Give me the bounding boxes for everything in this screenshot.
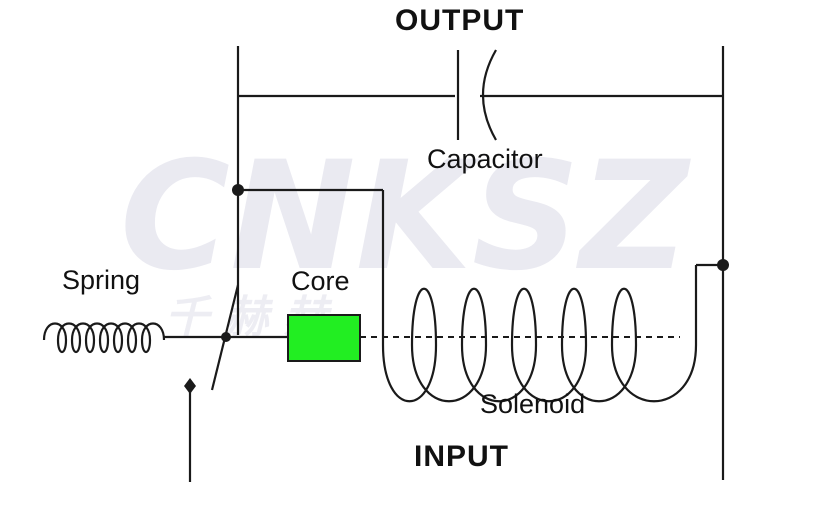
solenoid-coil	[381, 287, 698, 403]
core-label: Core	[291, 266, 350, 296]
junction-dot-right	[717, 259, 729, 271]
junction-dot-switch	[221, 332, 231, 342]
watermark-logo: CNKSZ	[120, 130, 692, 304]
output-label: OUTPUT	[395, 4, 525, 37]
switch-contact-point	[184, 378, 196, 394]
watermark: CNKSZ 千 赫 赫	[120, 130, 692, 343]
solenoid-label: Solenoid	[480, 389, 586, 419]
spring	[42, 322, 166, 354]
core-block	[287, 314, 361, 362]
junction-dot-left	[232, 184, 244, 196]
input-label: INPUT	[414, 440, 509, 473]
capacitor-label: Capacitor	[427, 144, 543, 174]
spring-label: Spring	[62, 265, 141, 295]
